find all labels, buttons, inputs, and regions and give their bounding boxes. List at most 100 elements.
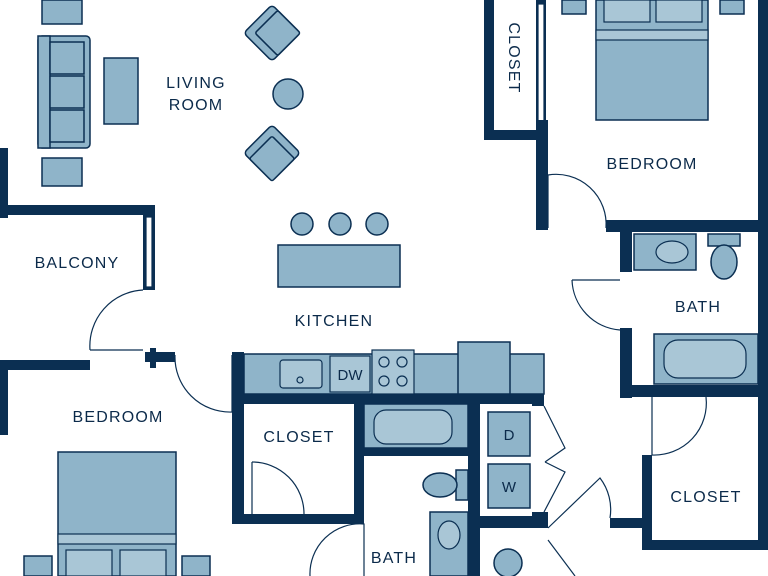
label-bath-bottom: BATH [371, 550, 417, 567]
pillow-2 [655, 0, 703, 23]
wall-left-exterior-lower [0, 360, 8, 435]
dryer [487, 411, 531, 457]
wall-closet-bottom [484, 130, 546, 140]
label-closet-mid: CLOSET [263, 429, 334, 446]
bath-bottom-fixtures [363, 403, 531, 576]
toilet-tank-bottom [455, 469, 469, 501]
nightstand-left [561, 0, 587, 15]
label-living-room-line1: LIVING [166, 75, 226, 92]
label-washer: W [502, 479, 517, 496]
wall-mid-closet-right [354, 394, 364, 524]
tub-bottom-basin [373, 409, 453, 445]
label-closet-top: CLOSET [505, 22, 522, 93]
wall-bath-left-upper [620, 232, 632, 272]
wall-kitchen-bottom [232, 394, 544, 404]
wall-left-exterior-upper [0, 148, 8, 218]
door-closet-right [651, 396, 707, 456]
nightstand-br [181, 555, 211, 576]
wall-balcony-bottom-right [145, 352, 175, 362]
label-dryer: D [504, 427, 515, 444]
wall-balcony-bottom-left [0, 360, 90, 370]
wall-closet-right-left [642, 455, 652, 550]
wall-mid-closet-bottom [232, 514, 364, 524]
door-closet-mid [251, 461, 305, 515]
wall-closet-left [484, 0, 494, 140]
door-bedroom-bottom-left [174, 354, 233, 413]
kitchen-furniture [243, 212, 545, 395]
doors [89, 173, 707, 576]
door-bath-right [571, 279, 621, 331]
kitchen-island [277, 244, 401, 288]
bar-stool-3 [365, 212, 389, 236]
wall-bath-tub-bottom [354, 448, 468, 456]
wall-right-exterior-mid [758, 232, 768, 397]
kitchen-sink [279, 359, 323, 389]
nightstand-bl [23, 555, 53, 576]
toilet-right [710, 244, 738, 280]
label-bedroom-bottom-left: BEDROOM [72, 409, 163, 426]
door-laundry-bifold [543, 405, 566, 513]
door-balcony [89, 289, 144, 351]
bar-stool-1 [290, 212, 314, 236]
wall-balcony-top [0, 205, 155, 215]
wall-closet-right-bottom [642, 540, 768, 550]
label-dishwasher: DW [338, 367, 364, 384]
nightstand-right [719, 0, 745, 15]
wall-laundry-top-right [532, 394, 544, 406]
dishwasher [329, 355, 371, 393]
door-bedroom-top [547, 173, 607, 229]
wall-right-exterior-top [758, 0, 768, 232]
balcony-window [145, 216, 153, 288]
pillow-1 [603, 0, 651, 23]
washer [487, 463, 531, 509]
sink-right [655, 240, 689, 264]
armchair-bottom [244, 125, 300, 182]
label-bath-right: BATH [675, 299, 721, 316]
appliance-labels: DW D W [338, 367, 517, 496]
wall-bath-left-lower [620, 328, 632, 398]
wall-closet-right-stub [610, 518, 652, 528]
stove [371, 349, 415, 395]
wall-bedroom-bottom [606, 220, 768, 232]
label-living-room-line2: ROOM [169, 97, 224, 114]
toilet-tank-right [707, 233, 741, 247]
pillow-3 [65, 549, 113, 576]
pillow-4 [119, 549, 167, 576]
label-bedroom-top-right: BEDROOM [606, 156, 697, 173]
sofa [37, 35, 91, 149]
wall-bedroom-top-left [536, 120, 548, 230]
armchair-top [244, 5, 301, 61]
wall-bath-bottom [620, 385, 768, 397]
bed-fold [595, 29, 709, 41]
bath-right-fixtures [633, 233, 759, 385]
coffee-table [103, 57, 139, 125]
wall-laundry-bottom [468, 516, 548, 528]
wall-stub-kitchen-left [150, 348, 156, 368]
bedroom-top-furniture [561, 0, 745, 121]
round-side-table [272, 78, 304, 110]
door-bath-bottom-right [547, 539, 576, 576]
door-bath-bottom [309, 523, 365, 576]
bed-fold-bottom [57, 533, 177, 545]
wall-mid-closet-left [232, 352, 244, 524]
room-labels: LIVING ROOM KITCHEN BALCONY BEDROOM BEDR… [35, 22, 741, 567]
toilet-bottom [422, 472, 458, 498]
label-balcony: BALCONY [35, 255, 120, 272]
side-table-top [41, 0, 83, 25]
tub-right-basin [663, 339, 747, 379]
side-table-bottom [41, 157, 83, 187]
round-fixture-bottom [493, 548, 523, 576]
closet-sliding-door [537, 3, 545, 123]
bedroom-bottom-furniture [23, 451, 211, 576]
label-closet-right: CLOSET [670, 489, 741, 506]
refrigerator [457, 341, 511, 395]
bar-stool-2 [328, 212, 352, 236]
sink-bottom [437, 520, 461, 550]
label-kitchen: KITCHEN [295, 313, 374, 330]
sink-drain [296, 376, 304, 384]
wall-right-exterior-low [758, 397, 768, 550]
door-laundry-hall [547, 477, 612, 529]
wall-laundry-left [468, 394, 480, 576]
